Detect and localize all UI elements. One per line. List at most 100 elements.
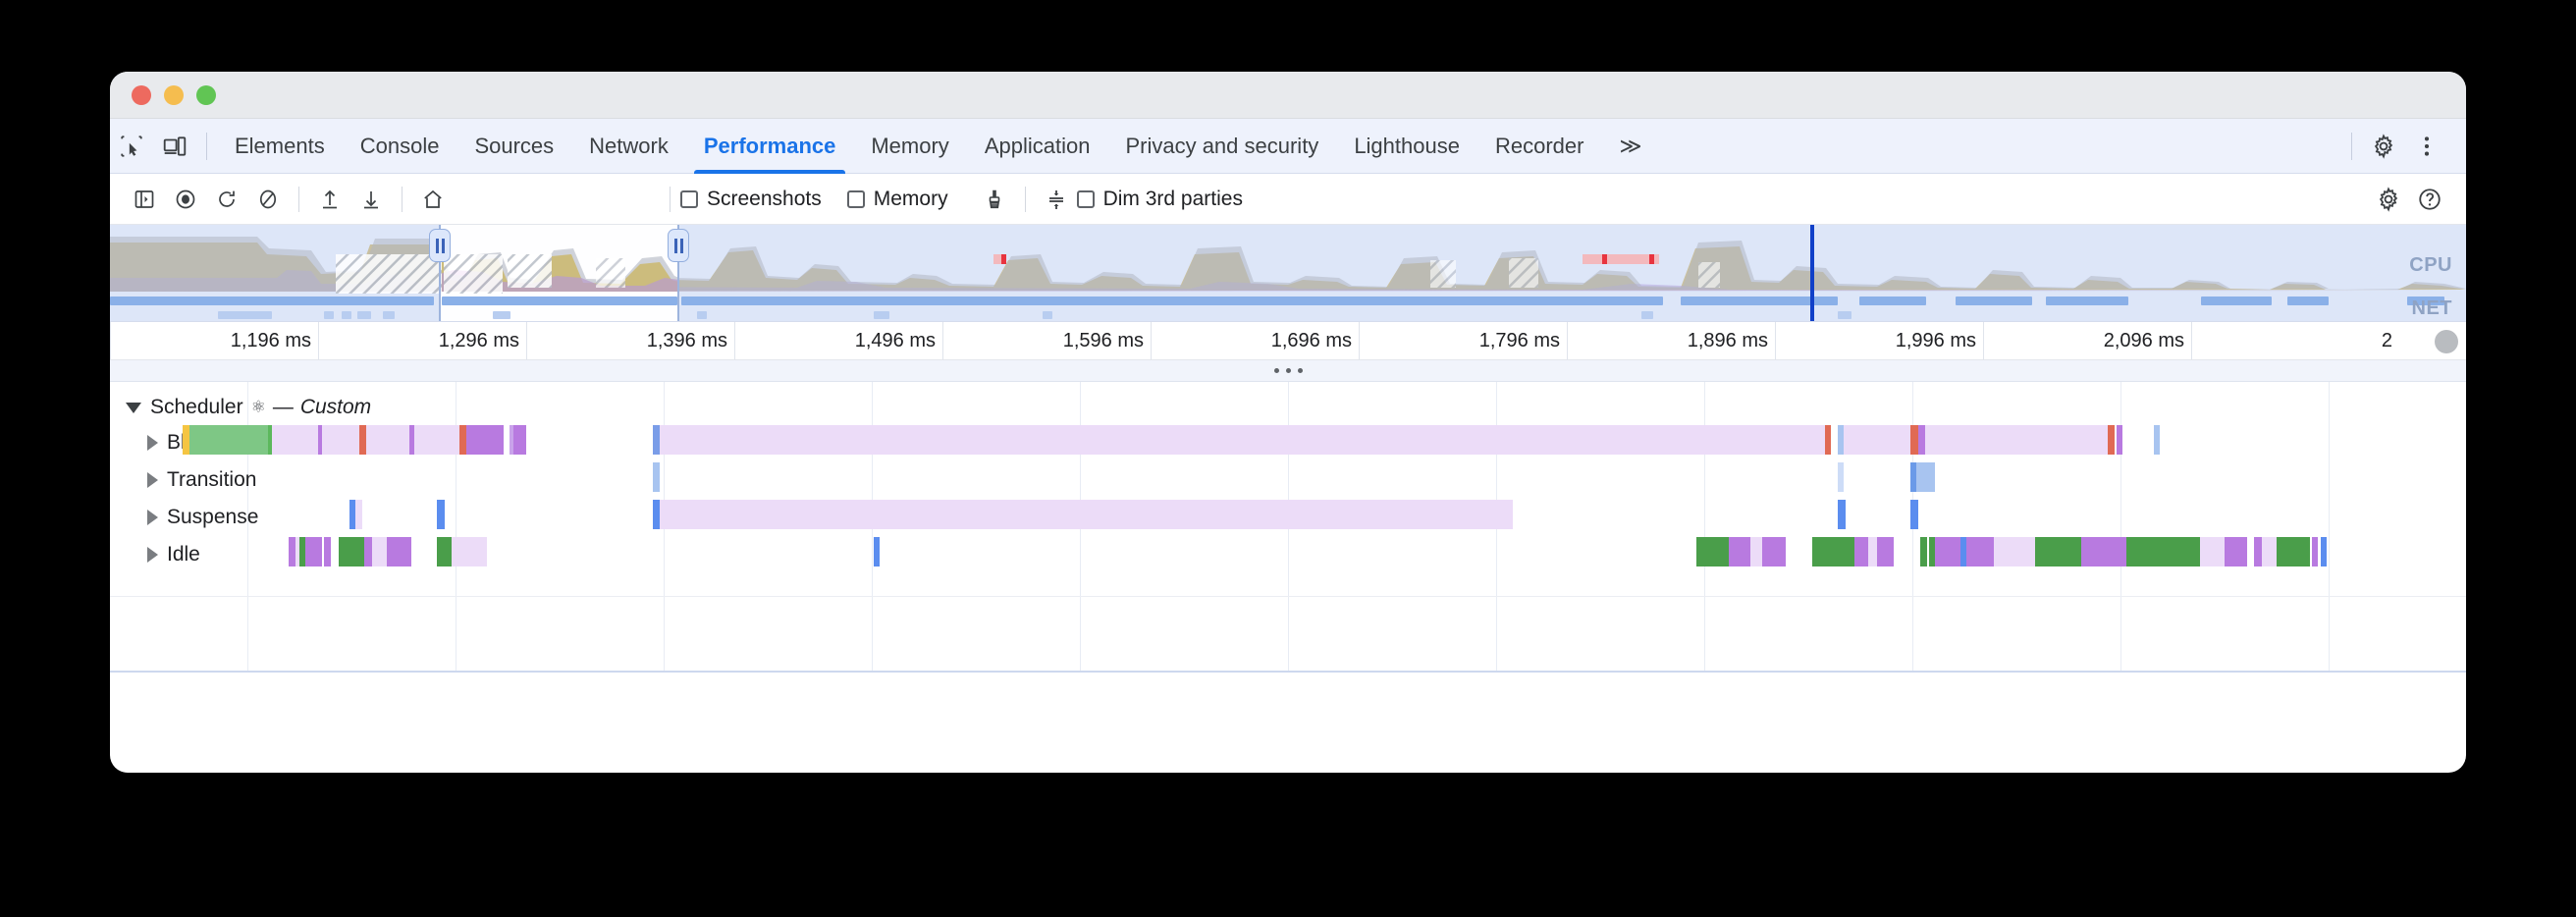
tab-elements[interactable]: Elements [235, 133, 325, 158]
flame-bar[interactable] [2035, 537, 2081, 566]
flame-bar[interactable] [1876, 537, 1894, 566]
flame-bar[interactable] [272, 425, 319, 455]
flame-bar[interactable] [465, 425, 472, 455]
flame-bar[interactable] [510, 425, 514, 455]
collapse-expand-icon[interactable] [1036, 179, 1077, 220]
flame-bar[interactable] [1812, 537, 1854, 566]
flame-bar[interactable] [183, 425, 189, 455]
flame-bar[interactable] [436, 500, 446, 529]
selection-right-handle[interactable] [668, 229, 689, 262]
expand-caret-icon[interactable] [147, 435, 158, 451]
settings-gear-icon[interactable] [2368, 179, 2409, 220]
track-row-transition[interactable]: Transition [147, 468, 256, 492]
flame-bar[interactable] [413, 425, 460, 455]
flame-bar[interactable] [659, 425, 1825, 455]
selection-left-handle[interactable] [429, 229, 451, 262]
flame-bar[interactable] [1729, 537, 1750, 566]
flame-bar[interactable] [1749, 537, 1763, 566]
track-row-suspense[interactable]: Suspense [147, 506, 258, 529]
flame-bar[interactable] [268, 425, 273, 455]
tab-console[interactable]: Console [359, 133, 440, 158]
tab-application[interactable]: Application [984, 133, 1091, 158]
flame-bar[interactable] [1844, 425, 1910, 455]
timeline-overview[interactable]: CPU NET [110, 225, 2466, 321]
flame-bar[interactable] [2262, 537, 2277, 566]
flame-bar[interactable] [305, 537, 323, 566]
selection-right-edge[interactable] [677, 225, 679, 321]
flame-bar[interactable] [188, 425, 269, 455]
flame-bar[interactable] [451, 537, 487, 566]
flame-bar[interactable] [295, 537, 299, 566]
flame-bar[interactable] [653, 462, 660, 492]
timeline-ruler[interactable]: 1,196 ms 1,296 ms 1,396 ms 1,496 ms 1,59… [110, 321, 2466, 360]
flame-bar[interactable] [339, 537, 364, 566]
dim-3rd-parties-checkbox[interactable]: Dim 3rd parties [1076, 188, 1262, 211]
flame-bar[interactable] [2118, 537, 2127, 566]
flame-bar[interactable] [365, 425, 410, 455]
help-icon[interactable] [2409, 179, 2450, 220]
flame-bar[interactable] [874, 537, 881, 566]
tab-sources[interactable]: Sources [474, 133, 555, 158]
expand-caret-icon[interactable] [147, 547, 158, 563]
track-row-idle[interactable]: Idle [147, 543, 200, 566]
flame-bar[interactable] [2277, 537, 2310, 566]
flame-bar[interactable] [436, 537, 452, 566]
garbage-collect-icon[interactable] [974, 179, 1015, 220]
track-group-scheduler[interactable]: Scheduler ⚛ — Custom [126, 396, 371, 419]
flame-bar[interactable] [2080, 537, 2119, 566]
flame-bar[interactable] [1966, 537, 1994, 566]
flame-bar[interactable] [659, 500, 1513, 529]
tab-memory[interactable]: Memory [871, 133, 949, 158]
flame-bar[interactable] [363, 537, 373, 566]
tab-network[interactable]: Network [589, 133, 669, 158]
memory-checkbox-box[interactable] [846, 189, 865, 208]
reload-and-record-icon[interactable] [206, 179, 247, 220]
flame-bar[interactable] [1868, 537, 1877, 566]
record-icon[interactable] [165, 179, 206, 220]
flame-bar[interactable] [1824, 425, 1832, 455]
flame-bar[interactable] [1837, 500, 1847, 529]
flame-bar[interactable] [1924, 425, 2109, 455]
more-options-icon[interactable] [2405, 125, 2448, 168]
upload-icon[interactable] [309, 179, 350, 220]
flame-bar[interactable] [653, 425, 660, 455]
flame-bar[interactable] [1909, 425, 1919, 455]
flame-bar[interactable] [2126, 537, 2200, 566]
flame-bar[interactable] [1762, 537, 1786, 566]
screenshots-checkbox-box[interactable] [680, 189, 698, 208]
flame-bar[interactable] [513, 425, 527, 455]
flame-bar[interactable] [2116, 425, 2123, 455]
device-toolbar-icon[interactable] [153, 125, 196, 168]
selection-left-edge[interactable] [439, 225, 441, 321]
flame-bar[interactable] [409, 425, 414, 455]
flame-bar[interactable] [289, 537, 295, 566]
more-tabs-chevron-icon[interactable]: ≫ [1619, 133, 1642, 158]
flame-bar[interactable] [2320, 537, 2327, 566]
expand-caret-icon[interactable] [147, 510, 158, 525]
flame-bar[interactable] [355, 500, 362, 529]
flame-bar[interactable] [653, 500, 660, 529]
home-icon[interactable] [412, 179, 454, 220]
flame-bar[interactable] [324, 537, 331, 566]
expand-caret-icon[interactable] [147, 472, 158, 488]
tab-privacy-and-security[interactable]: Privacy and security [1125, 133, 1319, 158]
flame-bar[interactable] [2199, 537, 2225, 566]
flame-bar[interactable] [1928, 537, 1936, 566]
screenshots-checkbox[interactable]: Screenshots [680, 188, 841, 211]
flame-bar[interactable] [1837, 425, 1845, 455]
flame-bar[interactable] [2312, 537, 2319, 566]
flame-bar[interactable] [299, 537, 306, 566]
flame-bar[interactable] [2153, 425, 2161, 455]
tab-performance[interactable]: Performance [686, 119, 854, 174]
flame-bar[interactable] [1918, 425, 1925, 455]
flame-bar[interactable] [1909, 500, 1919, 529]
panel-resize-handle[interactable] [110, 360, 2466, 382]
flame-bar[interactable] [1909, 462, 1917, 492]
horizontal-scrollbar-thumb[interactable] [2435, 330, 2458, 353]
clear-icon[interactable] [247, 179, 289, 220]
flame-bar[interactable] [318, 425, 323, 455]
collapse-caret-icon[interactable] [126, 402, 141, 413]
flame-bar[interactable] [372, 537, 388, 566]
flame-bar[interactable] [2108, 425, 2115, 455]
flame-bar[interactable] [322, 425, 360, 455]
